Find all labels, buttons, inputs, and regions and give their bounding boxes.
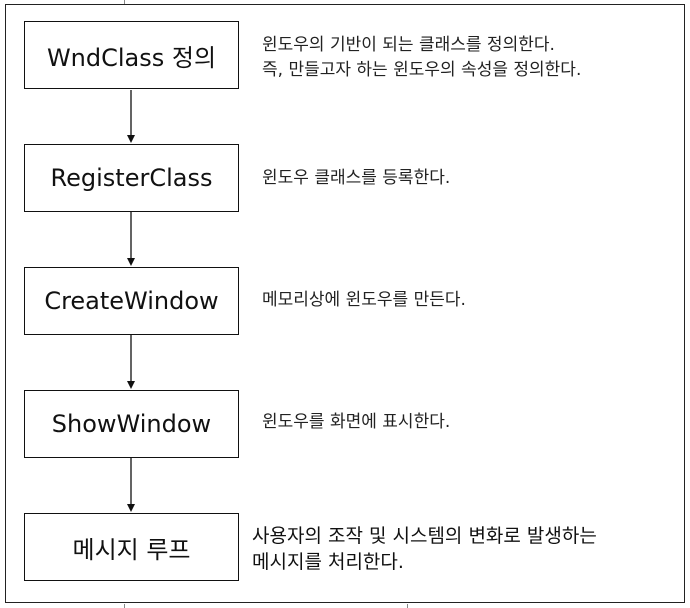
step-description-showwindow: 윈도우를 화면에 표시한다. <box>262 410 450 435</box>
step-description-wndclass: 윈도우의 기반이 되는 클래스를 정의한다. 즉, 만들고자 하는 윈도우의 속… <box>262 33 581 83</box>
step-label-showwindow: ShowWindow <box>51 410 212 438</box>
step-description-line: 윈도우 클래스를 등록한다. <box>262 168 451 188</box>
step-description-createwindow: 메모리상에 윈도우를 만든다. <box>262 288 466 313</box>
step-description-line: 사용자의 조작 및 시스템의 변화로 발생하는 <box>252 525 597 547</box>
step-description-message-loop: 사용자의 조작 및 시스템의 변화로 발생하는 메시지를 처리한다. <box>252 523 597 575</box>
step-description-registerclass: 윈도우 클래스를 등록한다. <box>262 166 450 191</box>
step-box-message-loop: 메시지 루프 <box>24 513 239 581</box>
step-description-line: 메모리상에 윈도우를 만든다. <box>262 290 466 310</box>
edge-tick <box>124 604 125 608</box>
edge-tick <box>407 604 408 608</box>
step-box-wndclass: WndClass 정의 <box>24 21 239 89</box>
step-box-createwindow: CreateWindow <box>24 267 239 335</box>
step-label-message-loop: 메시지 루프 <box>72 535 191 564</box>
step-description-line: 윈도우의 기반이 되는 클래스를 정의한다. <box>262 35 555 55</box>
step-description-line: 메시지를 처리한다. <box>252 551 404 573</box>
diagram-frame <box>5 4 685 603</box>
step-label-wndclass: WndClass 정의 <box>46 43 217 72</box>
step-description-line: 즉, 만들고자 하는 윈도우의 속성을 정의한다. <box>262 60 582 80</box>
step-description-line: 윈도우를 화면에 표시한다. <box>262 412 451 432</box>
step-label-registerclass: RegisterClass <box>50 164 213 192</box>
step-label-createwindow: CreateWindow <box>44 287 219 315</box>
step-box-registerclass: RegisterClass <box>24 144 239 212</box>
step-box-showwindow: ShowWindow <box>24 390 239 458</box>
edge-tick <box>124 0 125 4</box>
